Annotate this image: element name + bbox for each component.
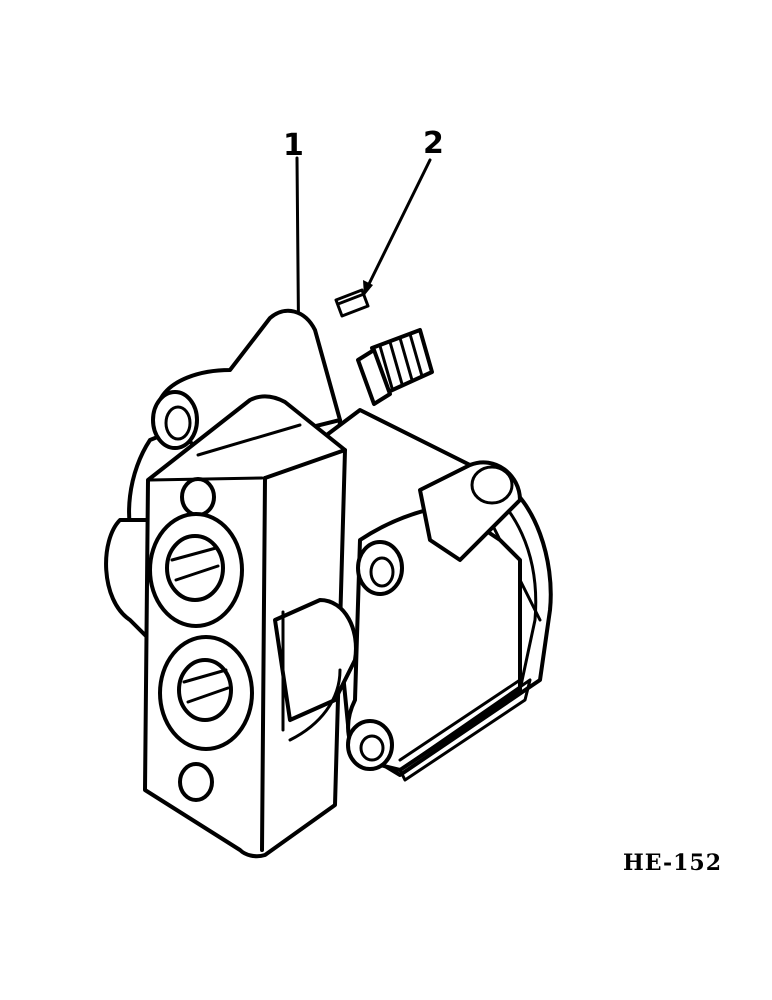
pump-assembly [104,308,553,859]
callout-2-label: 2 [423,126,444,161]
plate-bolt-hole-top [180,477,216,517]
reference-code: HE-152 [623,850,722,876]
plate-bolt-hole-bottom [178,762,214,802]
callout-2-leader [365,158,432,290]
callout-2-arrowhead [363,280,373,296]
callout-1-label: 1 [283,128,304,163]
flange-bolt-hole-lower [346,719,394,771]
threaded-shaft [356,328,434,406]
lower-port [158,635,254,751]
key-part [334,288,370,318]
upper-port [148,512,244,628]
